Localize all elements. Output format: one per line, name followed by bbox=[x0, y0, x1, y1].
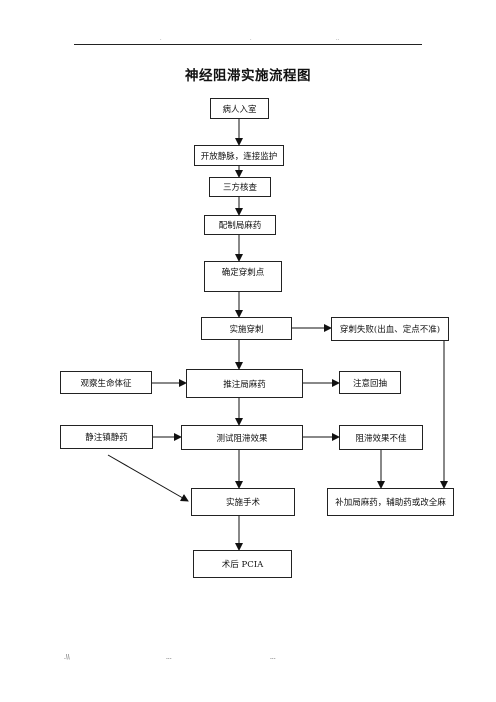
node-observe-vitals: 观察生命体征 bbox=[60, 371, 152, 394]
node-sedation: 静注镇静药 bbox=[60, 425, 153, 449]
node-surgery: 实施手术 bbox=[191, 488, 295, 516]
header-rule bbox=[74, 44, 422, 45]
node-open-iv: 开放静脉，连接监护 bbox=[194, 145, 284, 166]
header-mark: .. bbox=[336, 36, 340, 42]
arrow-sedation-to-surgery bbox=[107, 454, 189, 502]
node-test-effect: 测试阻滞效果 bbox=[181, 425, 303, 450]
node-aspirate: 注意回抽 bbox=[339, 371, 401, 394]
node-pcia: 术后 PCIA bbox=[193, 550, 292, 578]
node-inject: 推注局麻药 bbox=[186, 369, 303, 398]
node-supplement: 补加局麻药，辅助药或改全麻 bbox=[327, 488, 454, 516]
node-triple-check: 三方核查 bbox=[209, 177, 271, 197]
node-poor-effect: 阻滞效果不佳 bbox=[339, 425, 423, 450]
node-prepare-anesthetic: 配制局麻药 bbox=[204, 215, 276, 235]
page-title: 神经阻滞实施流程图 bbox=[185, 68, 311, 84]
footer-mark: ... bbox=[166, 654, 172, 661]
node-puncture: 实施穿刺 bbox=[201, 317, 292, 340]
footer-mark: ... bbox=[270, 654, 276, 661]
node-patient-enter: 病人入室 bbox=[210, 98, 269, 119]
header-mark: . bbox=[160, 36, 162, 42]
node-puncture-fail: 穿刺失败(出血、定点不准) bbox=[331, 317, 449, 341]
footer-mark: .\\ bbox=[64, 654, 70, 661]
node-puncture-point: 确定穿刺点 bbox=[204, 261, 282, 292]
header-mark: . bbox=[250, 36, 252, 42]
